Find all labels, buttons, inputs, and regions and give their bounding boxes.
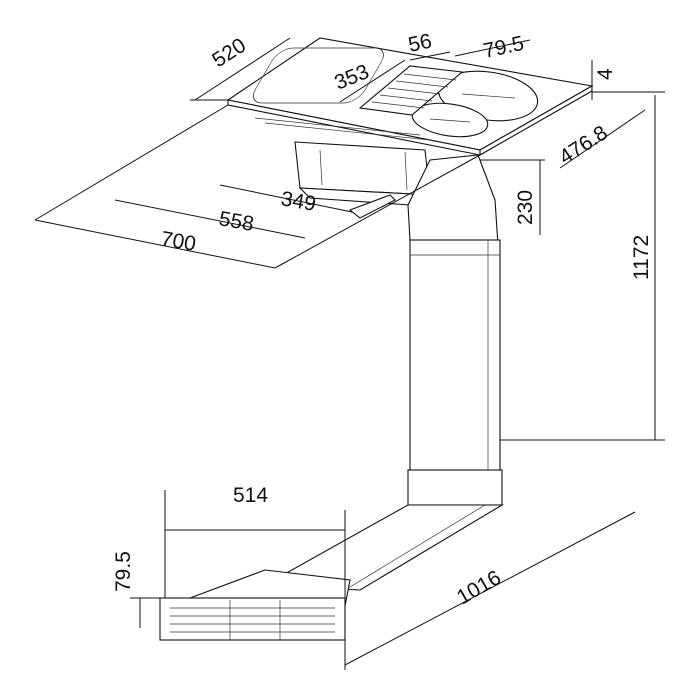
dim-700: 700 [159,227,198,256]
dim-476-8: 476.8 [555,121,612,169]
dim-558: 558 [217,207,256,236]
horizontal-duct [263,504,504,591]
dimension-lines [34,37,665,670]
motor-unit [294,141,433,219]
dim-1016: 1016 [453,566,505,609]
dim-4: 4 [594,68,617,80]
dim-1172: 1172 [630,235,653,280]
dim-79-5-top: 79.5 [481,32,526,63]
plinth-unit [159,569,351,641]
dim-230: 230 [514,190,537,225]
grille-slots [371,73,457,109]
dim-56: 56 [406,30,434,57]
dim-349: 349 [279,187,318,216]
dim-79-5-bottom: 79.5 [112,551,135,592]
dim-520: 520 [208,34,250,72]
dim-514: 514 [233,484,268,507]
vertical-duct [407,154,503,506]
cooktop [226,37,594,156]
